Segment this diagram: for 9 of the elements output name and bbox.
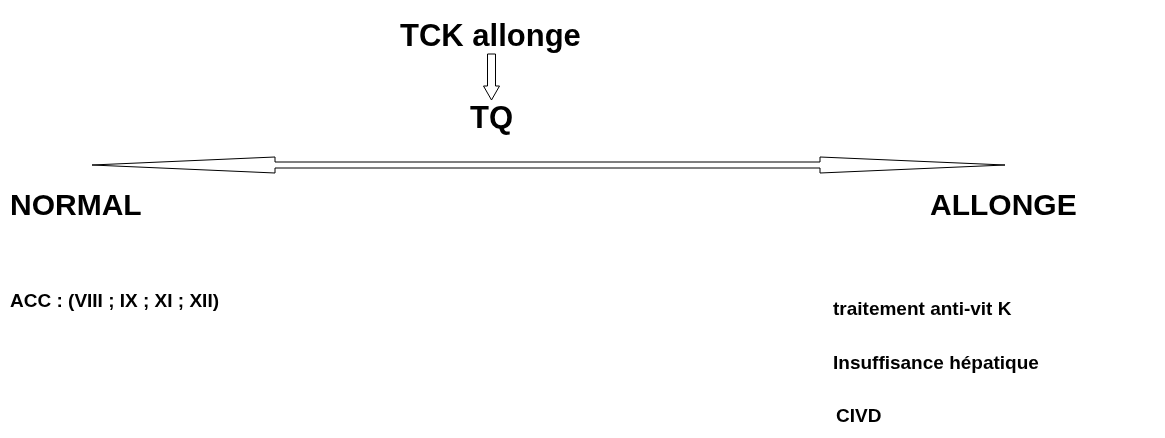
note-text: traitement anti-vit K — [833, 298, 1012, 320]
note-text: Insuffisance hépatique — [833, 352, 1039, 374]
scale-end-label: NORMAL — [10, 188, 142, 223]
note-text: CIVD — [836, 405, 882, 427]
note-text: ACC : (VIII ; IX ; XI ; XII) — [10, 290, 219, 312]
node-text: TCK allonge — [400, 18, 581, 54]
hollow-arrow — [483, 53, 500, 101]
node-text: TQ — [470, 100, 514, 136]
scale-end-label: ALLONGE — [930, 188, 1077, 223]
